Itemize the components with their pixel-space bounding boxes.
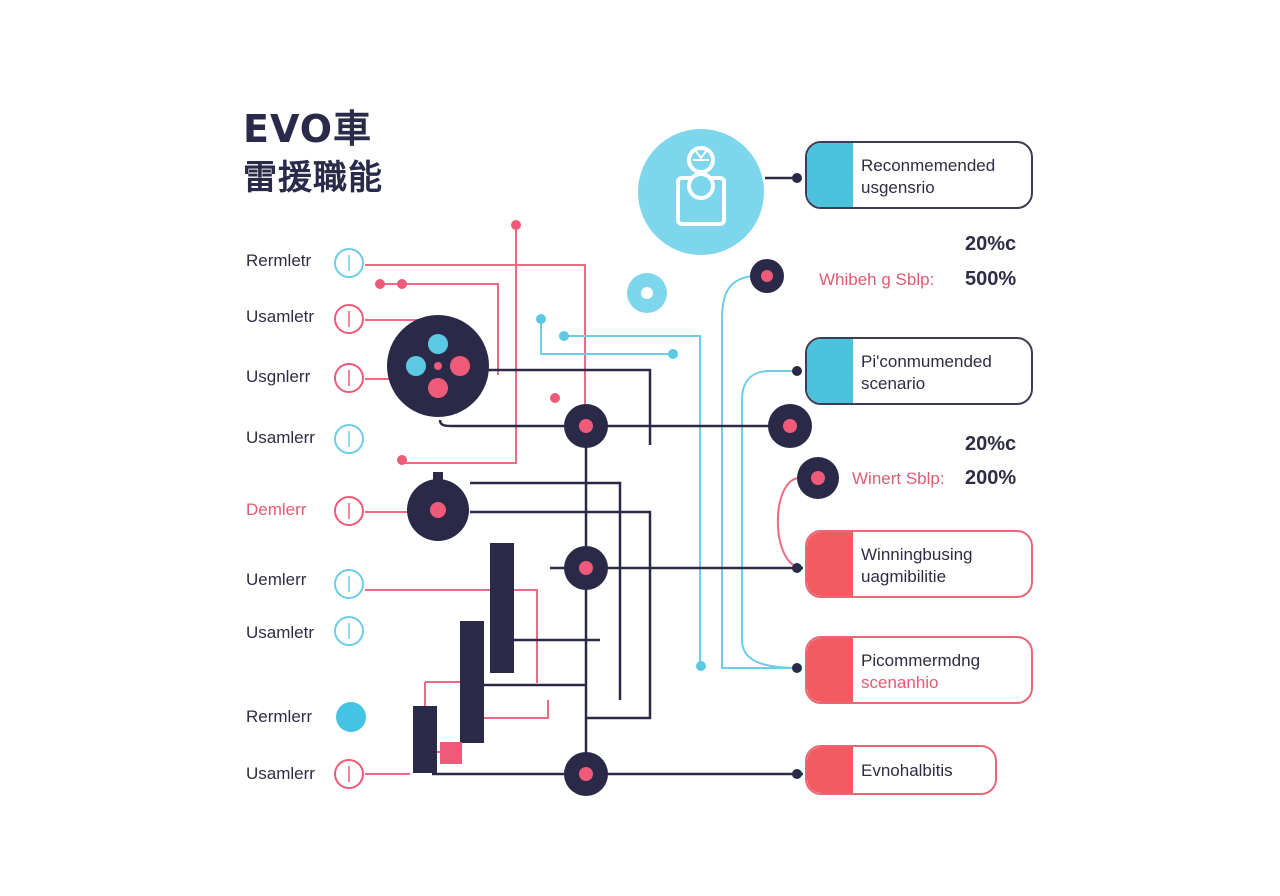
card-line-1: Winningbusing: [861, 545, 973, 564]
marker-7: [334, 616, 364, 646]
pink-line-b: [365, 264, 586, 445]
cyan-node-dot-3: [668, 349, 678, 359]
pink-line-a: [402, 226, 517, 464]
node-b: [564, 404, 608, 448]
card-4: Picommermdng scenanhio: [805, 636, 1033, 704]
left-label-9: Usamlerr: [246, 764, 315, 783]
navy-line-e: [470, 510, 652, 720]
card-cap: [807, 532, 853, 596]
cyan-line-d: [741, 370, 801, 669]
card-3: Winningbusing uagmibilitie: [805, 530, 1033, 598]
marker-3: [334, 363, 364, 393]
marker-2: [334, 304, 364, 334]
pink-connectors: [365, 220, 804, 775]
pink-line-l: [776, 477, 804, 569]
marker-4: [334, 424, 364, 454]
card-text: Winningbusing uagmibilitie: [861, 544, 1023, 588]
pink-node-dot-3: [397, 279, 407, 289]
marker-1: [334, 248, 364, 278]
node-c: [768, 404, 812, 448]
bar-3: [413, 706, 437, 773]
card-cap: [807, 747, 853, 793]
cyan-line-c: [721, 274, 800, 669]
card-line-2: scenanhio: [861, 673, 939, 692]
left-markers: [334, 248, 366, 789]
card-text: Reconmemended usgensrio: [861, 155, 1023, 199]
left-label-6: Uemlerr: [246, 570, 307, 589]
cyan-node-dot-1: [536, 314, 546, 324]
card-line-2: uagmibilitie: [861, 567, 947, 586]
marker-5: [334, 496, 364, 526]
cyan-line-b: [564, 335, 701, 666]
small-cyan-ring: [627, 273, 667, 313]
card-anchor-dots: [792, 173, 802, 779]
card-text: Evnohalbitis: [861, 760, 987, 782]
stat-value-1: 20%c: [965, 233, 1017, 255]
left-label-1: Rermletr: [246, 251, 312, 270]
navy-nodes: [407, 259, 839, 796]
node-e: [564, 752, 608, 796]
card-2: Pi'conmumended scenario: [805, 337, 1033, 405]
card-5: Evnohalbitis: [805, 745, 997, 795]
stat-value-2: 500%: [965, 268, 1017, 290]
pink-node-dot-2: [375, 279, 385, 289]
diagram-title: EVO車: [243, 107, 373, 151]
diagram-subtitle: 雷援職能: [243, 158, 383, 198]
cyan-line-a: [540, 320, 672, 355]
card-line-1: Reconmemended: [861, 156, 996, 175]
card-cap: [807, 143, 853, 207]
stat-value-4: 200%: [965, 467, 1017, 489]
bar-cluster: [413, 543, 514, 773]
card-line-2: scenario: [861, 374, 926, 393]
card-line-1: Evnohalbitis: [861, 761, 953, 780]
left-label-2: Usamletr: [246, 307, 315, 326]
pink-line-c: [380, 283, 499, 375]
pink-node-dot-1: [511, 220, 521, 230]
left-label-4: Usamlerr: [246, 428, 315, 447]
card-cap: [807, 339, 853, 403]
node-f: [750, 259, 784, 293]
cyan-node-dot-2: [559, 331, 569, 341]
card-text: Pi'conmumended scenario: [861, 351, 1023, 395]
pink-line-j: [481, 700, 549, 719]
bar-accent: [440, 742, 462, 764]
card-line-1: Pi'conmumended: [861, 352, 992, 371]
card-cap: [807, 638, 853, 702]
left-label-5: Demlerr: [246, 500, 307, 519]
bar-2: [460, 621, 484, 743]
card-line-1: Picommermdng: [861, 651, 981, 670]
navy-line-b: [438, 419, 790, 428]
pink-node-dot-4: [397, 455, 407, 465]
hub-node: [387, 315, 489, 417]
left-label-3: Usgnlerr: [246, 367, 311, 386]
navy-line-a: [440, 368, 652, 445]
node-g: [797, 457, 839, 499]
cyan-connectors: [536, 274, 801, 671]
robot-icon: [638, 129, 764, 255]
card-text: Picommermdng scenanhio: [861, 650, 1023, 694]
marker-9: [334, 759, 364, 789]
stat-value-3: 20%c: [965, 433, 1017, 455]
node-a: [407, 472, 469, 541]
left-label-8: Rermlerr: [246, 707, 313, 726]
node-d: [564, 546, 608, 590]
card-1: Reconmemended usgensrio: [805, 141, 1033, 209]
navy-connectors: [432, 176, 803, 776]
cyan-node-dot-4: [696, 661, 706, 671]
stat-label-2: Whibeh g Sblp:: [819, 270, 935, 289]
navy-line-d: [470, 481, 622, 700]
marker-8: [336, 702, 366, 732]
stat-label-4: Winert Sblp:: [852, 469, 945, 488]
pink-node-dot-5: [550, 393, 560, 403]
card-line-2: usgensrio: [861, 178, 935, 197]
left-label-7: Usamletr: [246, 623, 315, 642]
marker-6: [334, 569, 364, 599]
pink-line-g: [365, 589, 538, 683]
bar-1: [490, 543, 514, 673]
